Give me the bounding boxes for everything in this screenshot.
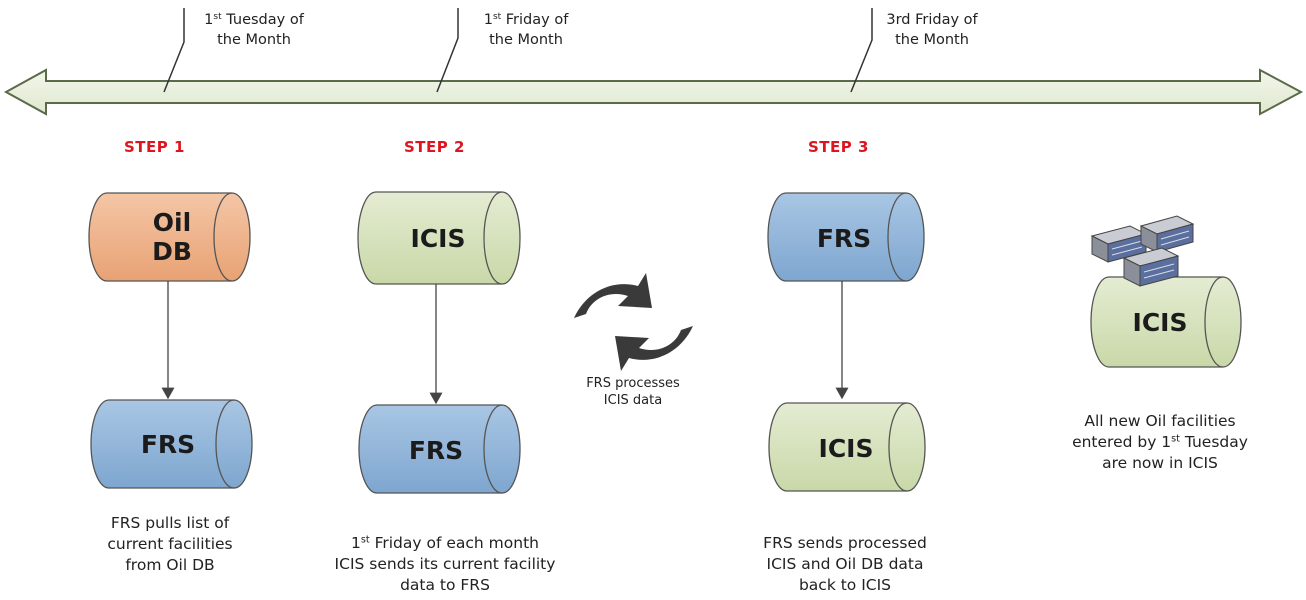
icis-label-2: ICIS (818, 434, 874, 463)
marker-line-3 (850, 8, 873, 93)
marker-line-1 (163, 8, 185, 93)
icis-label-1: ICIS (410, 224, 466, 253)
step-3-caption: FRS sends processed ICIS and Oil DB data… (763, 534, 927, 594)
timeline-arrow (3, 68, 1304, 116)
frs-cylinder-1 (90, 399, 253, 489)
frs-label-2: FRS (408, 436, 464, 465)
step-1-caption: FRS pulls list of current facilities fro… (107, 514, 233, 574)
timeline-marker-label-1: 1st Tuesday of the Month (204, 12, 304, 48)
icis-label-result: ICIS (1132, 308, 1188, 337)
step-2-label: STEP 2 (404, 138, 465, 156)
marker-line-2 (436, 8, 459, 93)
icis-cylinder-2 (768, 402, 926, 492)
icis-cylinder-1 (357, 191, 521, 285)
step-3-label: STEP 3 (808, 138, 869, 156)
timeline-marker-label-3: 3rd Friday of the Month (886, 12, 978, 48)
result-caption: All new Oil facilities entered by 1st Tu… (1072, 412, 1248, 472)
step-1-label: STEP 1 (124, 138, 185, 156)
frs-label-3: FRS (816, 224, 872, 253)
icis-cylinder-result (1090, 276, 1242, 368)
frs-cylinder-2 (358, 404, 521, 494)
oil-db-label: Oil DB (152, 208, 192, 266)
oil-db-cylinder (88, 192, 251, 282)
timeline-marker-label-2: 1st Friday of the Month (483, 12, 569, 48)
frs-cylinder-3 (767, 192, 925, 282)
frs-label-1: FRS (140, 430, 196, 459)
process-caption: FRS processes ICIS data (586, 376, 680, 408)
facility-buildings-icon (1090, 215, 1195, 287)
refresh-cycle-icon (574, 273, 693, 371)
step-2-caption: 1st Friday of each month ICIS sends its … (334, 534, 556, 594)
